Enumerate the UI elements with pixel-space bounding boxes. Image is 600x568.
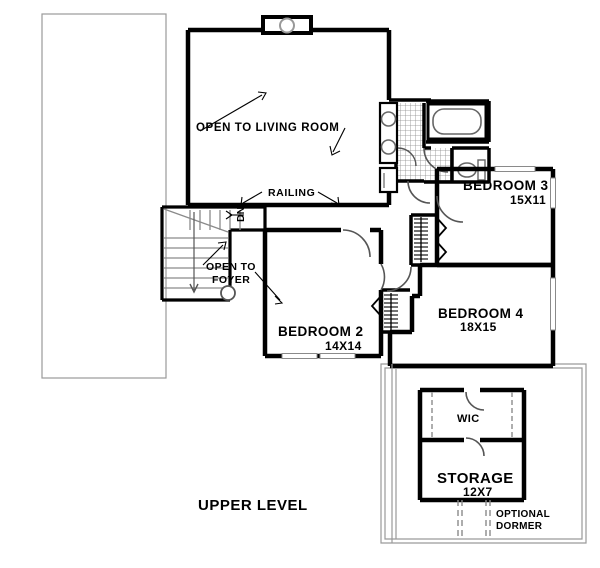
round-window-bumpout [261, 15, 313, 35]
bedroom-3-windows [494, 166, 556, 209]
sink-icon [380, 139, 397, 155]
staircase-group [160, 205, 267, 302]
roof-edge-lines [391, 364, 397, 543]
storage-name-label: STORAGE [437, 470, 514, 487]
lower-roof-outline [41, 13, 167, 379]
storage-walls [417, 440, 527, 503]
exterior-walls [185, 27, 392, 208]
vanity-with-sinks [378, 101, 399, 194]
wic-label: WIC [457, 413, 480, 425]
storage-door-swing [465, 437, 485, 457]
open-to-living-room-label: OPEN TO LIVING ROOM [196, 122, 339, 134]
bifold-door-icon [436, 217, 448, 239]
bathroom-door-swing [423, 147, 449, 173]
round-window-icon [279, 17, 295, 34]
wic-walls [417, 387, 527, 443]
bedroom-2-door-swing [342, 229, 371, 258]
newel-post-icon [220, 285, 236, 301]
bifold-door-icon [370, 295, 382, 317]
optional-dormer-label-line2: DORMER [496, 521, 543, 532]
bathroom-door-swing [407, 180, 431, 204]
optional-dormer-label-line1: OPTIONAL [496, 509, 550, 520]
bathtub-fixture [426, 102, 488, 141]
bedroom-4-name-label: BEDROOM 4 [438, 306, 523, 321]
open-to-foyer-label-line1: OPEN TO [206, 261, 256, 273]
bedroom-4-windows [550, 277, 556, 331]
storage-dimensions-label: 12X7 [463, 485, 493, 499]
bedroom-4-dimensions-label: 18X15 [460, 320, 497, 334]
railing-label: RAILING [268, 187, 315, 199]
bedroom-3-door-swing [436, 195, 464, 223]
bedroom-3-name-label: BEDROOM 3 [463, 178, 548, 193]
sink-icon [380, 111, 397, 127]
bedroom-2-windows [281, 353, 356, 359]
bedroom-2-dimensions-label: 14X14 [325, 339, 362, 353]
bifold-door-icon [436, 241, 448, 263]
open-to-foyer-label-line2: FOYER [212, 274, 250, 286]
page-title: UPPER LEVEL [198, 497, 308, 514]
bathroom-area [378, 98, 491, 204]
stair-direction-label: DN [235, 207, 247, 222]
hall-door-swing [380, 263, 386, 291]
wic-door-swing [465, 391, 485, 411]
optional-dormer-lines [457, 500, 491, 539]
bedroom-4-door-swing [386, 266, 412, 292]
bedroom-2-name-label: BEDROOM 2 [278, 324, 363, 339]
closet-door-swing [397, 147, 417, 167]
annotation-leaders [199, 91, 346, 305]
bedroom-3-dimensions-label: 15X11 [510, 193, 546, 207]
